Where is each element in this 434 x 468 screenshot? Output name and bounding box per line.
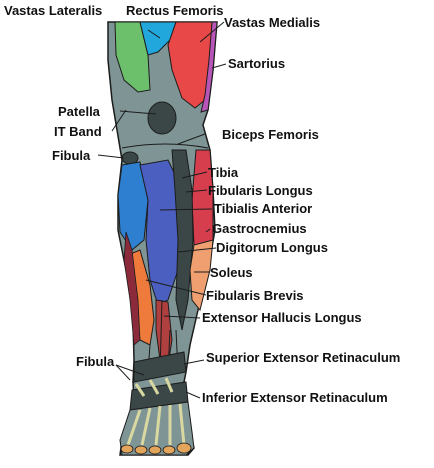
toenail-3: [148, 445, 162, 455]
label-patella: Patella: [58, 104, 101, 119]
label-fibularis-longus: Fibularis Longus: [208, 183, 313, 198]
label-superior-extensor-retinaculum: Superior Extensor Retinaculum: [206, 350, 400, 365]
label-fibularis-brevis: Fibularis Brevis: [206, 288, 304, 303]
label-soleus: Soleus: [210, 265, 253, 280]
label-inferior-extensor-retinaculum: Inferior Extensor Retinaculum: [202, 390, 388, 405]
label-it-band: IT Band: [54, 124, 102, 139]
sartorius-muscle: [200, 21, 218, 113]
leader-lines: [97, 21, 227, 399]
label-fibula-top: Fibula: [52, 148, 91, 163]
label-rectus-femoris: Rectus Femoris: [126, 3, 224, 18]
tibia-bone: [171, 149, 194, 331]
label-vastus-lateralis: Vastas Lateralis: [4, 3, 102, 18]
label-digitorum-longus: Digitorum Longus: [216, 240, 328, 255]
foot-tendons: [126, 377, 186, 446]
label-biceps-femoris: Biceps Femoris: [222, 127, 319, 142]
label-extensor-hallucis-longus: Extensor Hallucis Longus: [202, 310, 362, 325]
label-sartorius: Sartorius: [228, 56, 285, 71]
label-tibialis-anterior: Tibialis Anterior: [214, 201, 312, 216]
patella-bone: [147, 101, 177, 135]
label-tibia: Tibia: [208, 165, 239, 180]
toenail-5: [176, 442, 192, 454]
label-gastrocnemius: Gastrocnemius: [212, 221, 307, 236]
fibula-head-bone: [121, 151, 139, 165]
knee-line: [121, 143, 209, 149]
toenail-2: [134, 445, 148, 455]
label-vastus-medialis: Vastas Medialis: [224, 15, 320, 30]
fibularis-dark-strip: [123, 231, 141, 346]
toenail-1: [120, 444, 134, 454]
toenails: [120, 442, 192, 455]
label-fibula-bottom: Fibula: [76, 354, 115, 369]
toenail-4: [162, 445, 176, 455]
superior-extensor-retinaculum-band: [133, 351, 187, 383]
